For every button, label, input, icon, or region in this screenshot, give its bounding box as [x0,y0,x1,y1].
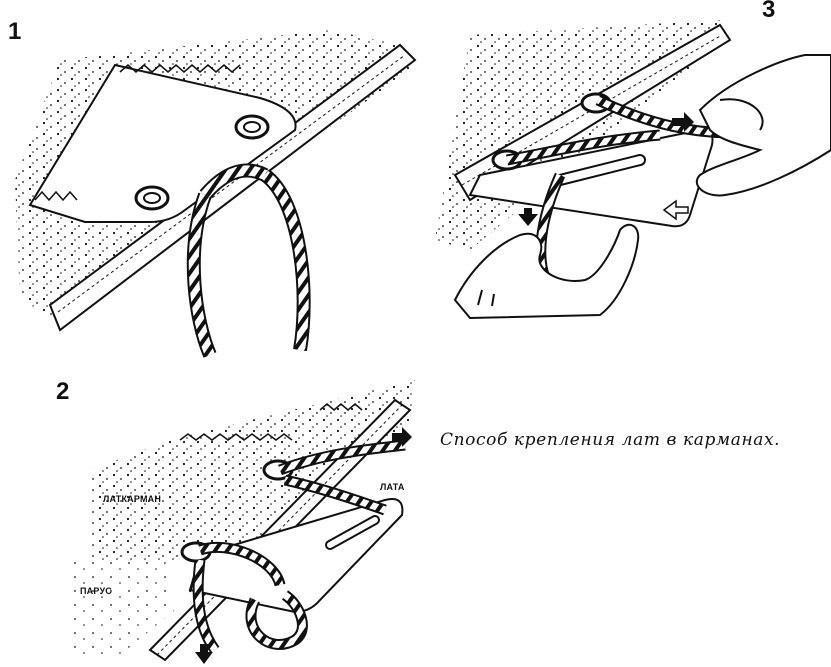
label-sail: ПАРУС [80,586,112,596]
figure-caption: Способ крепления лат в карманах. [440,430,781,450]
arrow-down-icon [518,208,538,226]
grommet-icon [134,185,170,211]
rope-icon [186,163,311,358]
arrow-down-icon [195,644,213,664]
rope-icon [192,439,406,654]
label-batten: ЛАТА [380,482,405,492]
hand-icon [453,223,640,320]
panel-number-1: 1 [8,18,22,45]
panel-number-3: 3 [762,0,776,23]
panel-3-drawing [435,20,831,320]
arrow-left-icon [662,199,689,221]
label-batten-pocket: ЛАТКАРМАН [103,494,162,504]
panel-2-drawing [70,380,415,664]
sail-cloth [70,560,175,655]
batten-pocket-cloth [90,380,415,560]
panel-number-2: 2 [56,378,70,405]
panel-1-drawing [15,30,417,358]
grommet-icon [234,114,270,140]
arrow-right-icon [672,112,694,132]
arrow-right-icon [392,427,412,447]
hand-icon [695,54,831,197]
